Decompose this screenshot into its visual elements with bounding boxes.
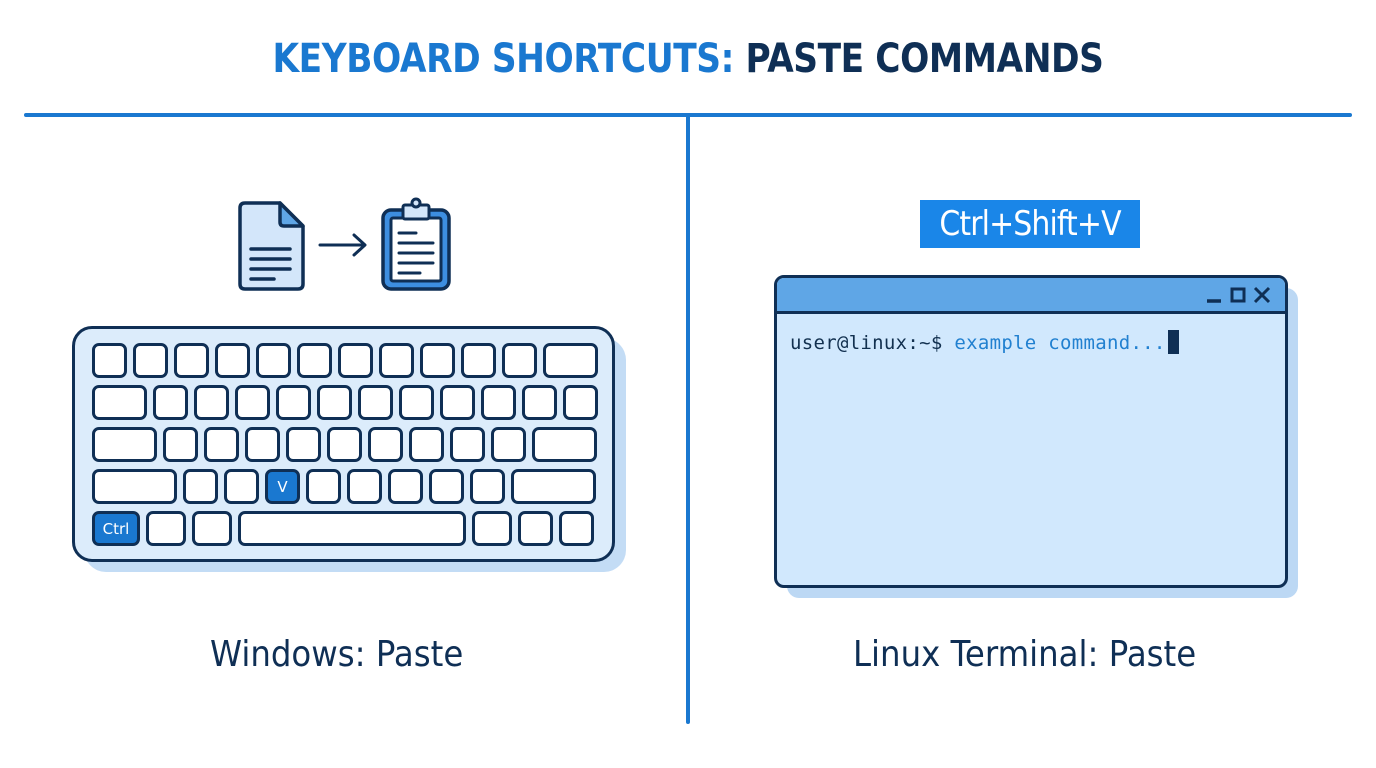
key (133, 343, 168, 378)
key (306, 469, 341, 504)
terminal-cursor (1167, 330, 1179, 354)
windows-paste-caption: Windows: Paste (210, 634, 464, 675)
key (245, 427, 280, 462)
key (461, 343, 496, 378)
key (92, 427, 157, 462)
maximize-icon[interactable] (1229, 286, 1247, 304)
key (327, 427, 362, 462)
terminal-command: example command... (954, 332, 1166, 354)
key (286, 427, 321, 462)
key (92, 385, 147, 420)
key (518, 511, 553, 546)
key (472, 511, 512, 546)
arrow-right-icon (318, 233, 367, 257)
key (491, 427, 526, 462)
key (522, 385, 557, 420)
key (92, 469, 177, 504)
key (238, 511, 466, 546)
clipboard-icon (381, 197, 451, 291)
key (235, 385, 270, 420)
terminal-prompt: user@linux:~$ (790, 332, 955, 354)
key (563, 385, 598, 420)
key (317, 385, 352, 420)
terminal-command-line[interactable]: user@linux:~$ example command... (790, 330, 1179, 354)
key (174, 343, 209, 378)
linux-paste-caption: Linux Terminal: Paste (853, 634, 1197, 675)
keyboard-illustration: V Ctrl (72, 326, 615, 562)
key (192, 511, 232, 546)
key (429, 469, 464, 504)
vertical-divider (686, 115, 690, 724)
key (502, 343, 537, 378)
keyboard-row (92, 343, 598, 378)
key (215, 343, 250, 378)
key (481, 385, 516, 420)
key (146, 511, 186, 546)
key (92, 343, 127, 378)
page-title: KEYBOARD SHORTCUTS: PASTE COMMANDS (96, 36, 1279, 82)
keyboard-row (92, 385, 598, 420)
title-part-keyboard-shortcuts: KEYBOARD SHORTCUTS: (272, 36, 734, 82)
key (420, 343, 455, 378)
key (163, 427, 198, 462)
key (532, 427, 597, 462)
key (543, 343, 598, 378)
shortcut-badge-label: Ctrl+Shift+V (939, 204, 1121, 244)
title-part-paste-commands: PASTE COMMANDS (733, 36, 1104, 82)
keyboard-row (92, 427, 597, 462)
key (388, 469, 423, 504)
terminal-titlebar[interactable] (777, 278, 1285, 314)
key (347, 469, 382, 504)
key (368, 427, 403, 462)
key (559, 511, 594, 546)
key (276, 385, 311, 420)
key (470, 469, 505, 504)
keyboard-row: V (92, 469, 596, 504)
terminal-window: user@linux:~$ example command... (774, 275, 1288, 588)
key (224, 469, 259, 504)
key (450, 427, 485, 462)
key (358, 385, 393, 420)
key (204, 427, 239, 462)
shortcut-badge: Ctrl+Shift+V (920, 200, 1140, 248)
key-v: V (265, 469, 300, 504)
key (153, 385, 188, 420)
key (256, 343, 291, 378)
keyboard-row: Ctrl (92, 511, 594, 546)
key (297, 343, 332, 378)
close-icon[interactable] (1253, 286, 1271, 304)
key (183, 469, 218, 504)
key-ctrl: Ctrl (92, 511, 140, 546)
key (511, 469, 596, 504)
document-icon (238, 201, 305, 291)
key (440, 385, 475, 420)
key (338, 343, 373, 378)
minimize-icon[interactable] (1205, 286, 1223, 304)
key (409, 427, 444, 462)
key (399, 385, 434, 420)
key (379, 343, 414, 378)
key (194, 385, 229, 420)
